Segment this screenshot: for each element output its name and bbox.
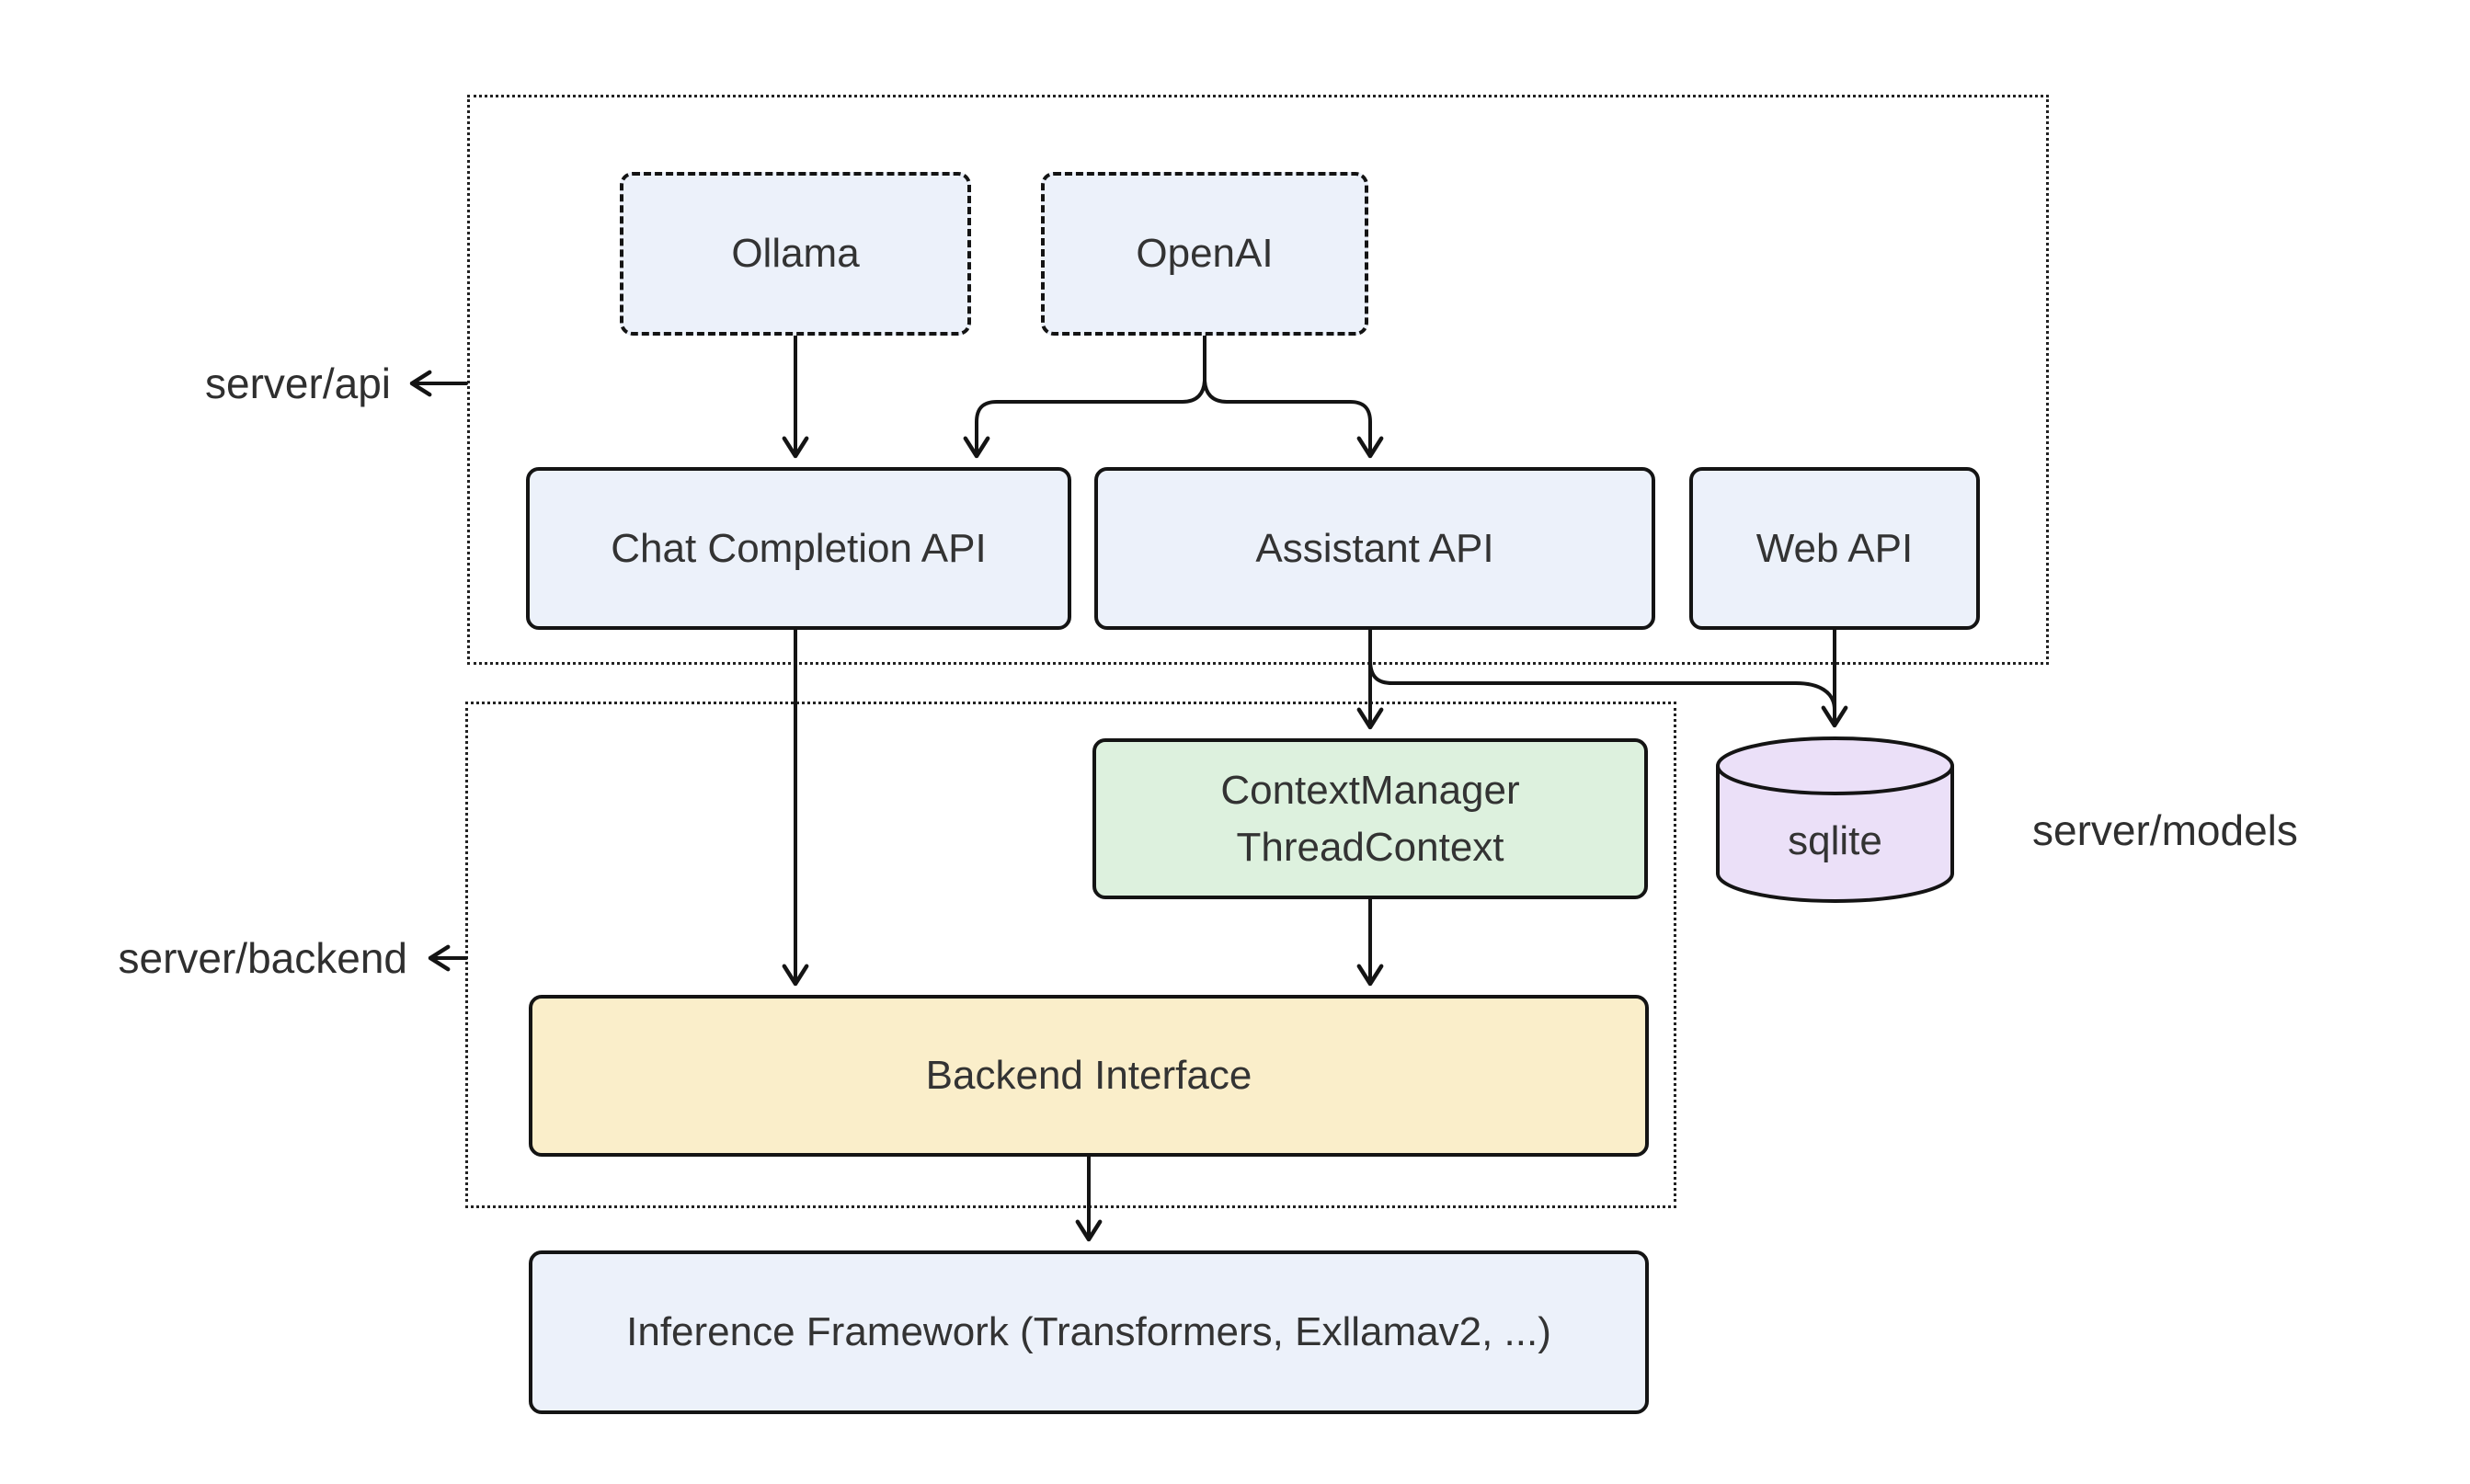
edge-assistant-to-sqlite — [1368, 658, 1836, 712]
node-chat-completion-api: Chat Completion API — [526, 467, 1071, 630]
node-chat-completion-api-label: Chat Completion API — [611, 525, 987, 571]
label-server-api: server/api — [205, 360, 391, 407]
node-inference-framework-label: Inference Framework (Transformers, Exlla… — [626, 1309, 1551, 1354]
label-server-backend: server/backend — [118, 934, 408, 982]
label-server-models: server/models — [2032, 806, 2298, 854]
group-server-api — [467, 95, 2049, 665]
sqlite-cylinder-top — [1716, 736, 1954, 795]
node-context-manager-line1: ContextManager — [1220, 767, 1520, 813]
edge-openai-to-chat — [963, 379, 1206, 459]
node-openai: OpenAI — [1041, 172, 1368, 336]
node-inference-framework: Inference Framework (Transformers, Exlla… — [529, 1250, 1649, 1414]
node-context-manager-line2: ThreadContext — [1236, 824, 1504, 870]
node-assistant-api: Assistant API — [1094, 467, 1655, 630]
sqlite-cylinder — [1716, 736, 1954, 903]
node-ollama-label: Ollama — [731, 231, 860, 276]
sqlite-cylinder-body — [1716, 766, 1954, 903]
node-backend-interface: Backend Interface — [529, 995, 1649, 1157]
node-openai-label: OpenAI — [1136, 231, 1274, 276]
edge-openai-to-assistant — [1203, 379, 1384, 459]
sqlite-label: sqlite — [1788, 818, 1882, 863]
node-backend-interface-label: Backend Interface — [925, 1053, 1252, 1098]
node-web-api-label: Web API — [1755, 525, 1914, 571]
group-server-backend — [465, 702, 1676, 1208]
node-assistant-api-label: Assistant API — [1255, 525, 1494, 571]
node-web-api: Web API — [1689, 467, 1980, 630]
node-ollama: Ollama — [620, 172, 971, 336]
node-context-manager: ContextManager ThreadContext — [1092, 738, 1648, 899]
